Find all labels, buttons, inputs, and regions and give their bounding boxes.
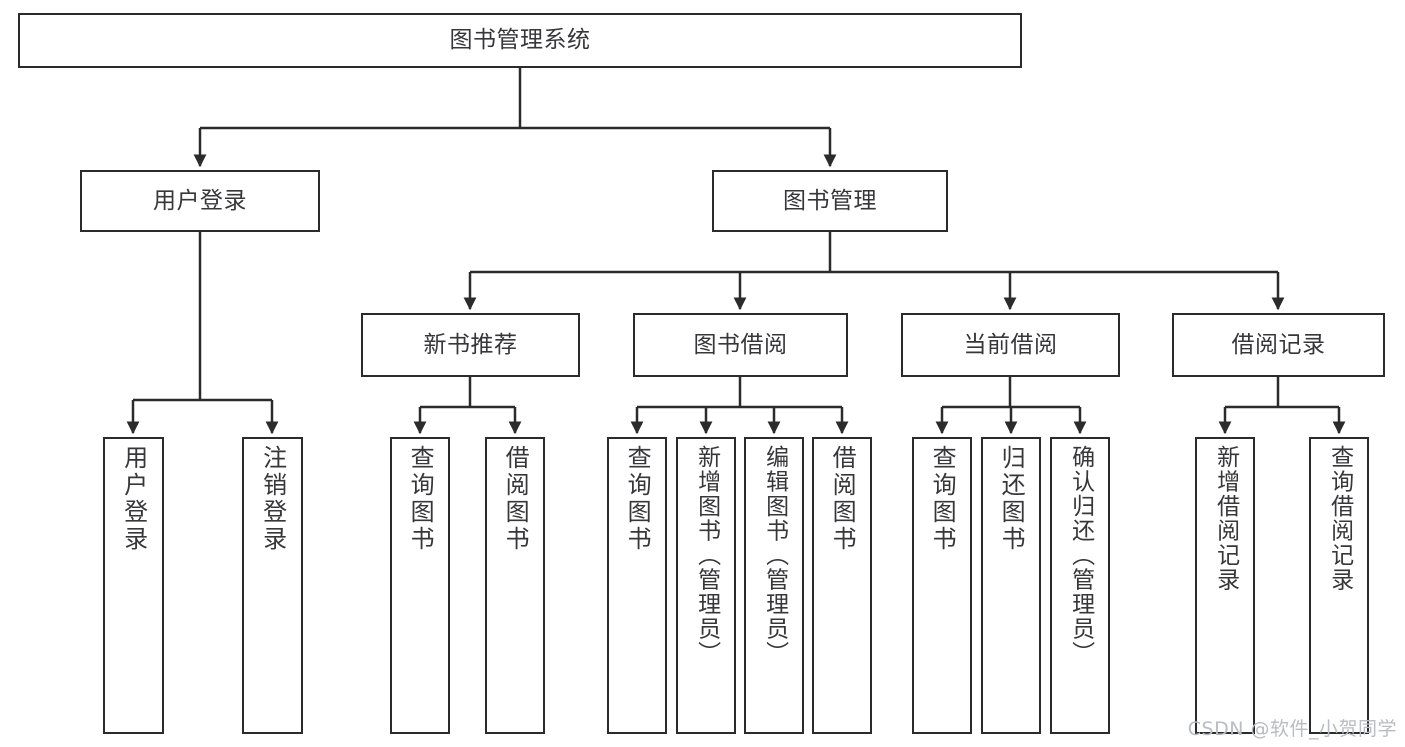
node-current-borrow[interactable]: 当前借阅 [901, 313, 1120, 377]
node-book-manage[interactable]: 图书管理 [712, 170, 948, 232]
node-label: 用户登录 [153, 187, 247, 214]
node-label: 归还图书 [997, 445, 1026, 553]
node-label: 借阅图书 [828, 445, 857, 553]
leaf-confirm-return-admin[interactable]: 确认归还（管理员） [1050, 437, 1110, 734]
node-label: 图书借阅 [693, 331, 788, 358]
leaf-query-book-borrow[interactable]: 查询图书 [607, 437, 667, 734]
node-label: 确认归还（管理员） [1067, 445, 1094, 666]
leaf-add-book-admin[interactable]: 新增图书（管理员） [676, 437, 736, 734]
leaf-return-book[interactable]: 归还图书 [981, 437, 1041, 734]
node-label: 用户登录 [119, 445, 148, 553]
leaf-add-borrow-record[interactable]: 新增借阅记录 [1195, 437, 1255, 734]
node-label: 图书管理 [783, 187, 877, 214]
leaf-edit-book-admin[interactable]: 编辑图书（管理员） [744, 437, 804, 734]
node-label: 查询图书 [623, 445, 652, 553]
leaf-user-logout[interactable]: 注销登录 [242, 437, 303, 734]
node-label: 查询借阅记录 [1326, 445, 1353, 592]
node-label: 借阅记录 [1231, 331, 1326, 358]
node-label: 注销登录 [258, 445, 287, 553]
node-user-login[interactable]: 用户登录 [80, 170, 320, 232]
node-label: 当前借阅 [963, 331, 1058, 358]
node-label: 编辑图书（管理员） [761, 445, 788, 666]
node-label: 借阅图书 [501, 445, 530, 553]
node-new-book-recommend[interactable]: 新书推荐 [361, 313, 580, 377]
node-label: 新书推荐 [423, 331, 518, 358]
node-label: 查询图书 [406, 445, 435, 553]
node-label: 查询图书 [928, 445, 957, 553]
leaf-query-book-new-book[interactable]: 查询图书 [390, 437, 450, 734]
leaf-user-login[interactable]: 用户登录 [103, 437, 164, 734]
leaf-query-borrow-record[interactable]: 查询借阅记录 [1309, 437, 1369, 734]
node-label: 新增图书（管理员） [693, 445, 720, 666]
node-root-book-management-system[interactable]: 图书管理系统 [18, 13, 1022, 68]
leaf-query-book-current[interactable]: 查询图书 [912, 437, 972, 734]
leaf-borrow-book[interactable]: 借阅图书 [812, 437, 872, 734]
node-label: 图书管理系统 [449, 27, 591, 53]
node-label: 新增借阅记录 [1212, 445, 1239, 592]
node-borrow-record[interactable]: 借阅记录 [1172, 313, 1385, 377]
leaf-borrow-book-new-book[interactable]: 借阅图书 [485, 437, 545, 734]
node-book-borrow[interactable]: 图书借阅 [633, 313, 848, 377]
